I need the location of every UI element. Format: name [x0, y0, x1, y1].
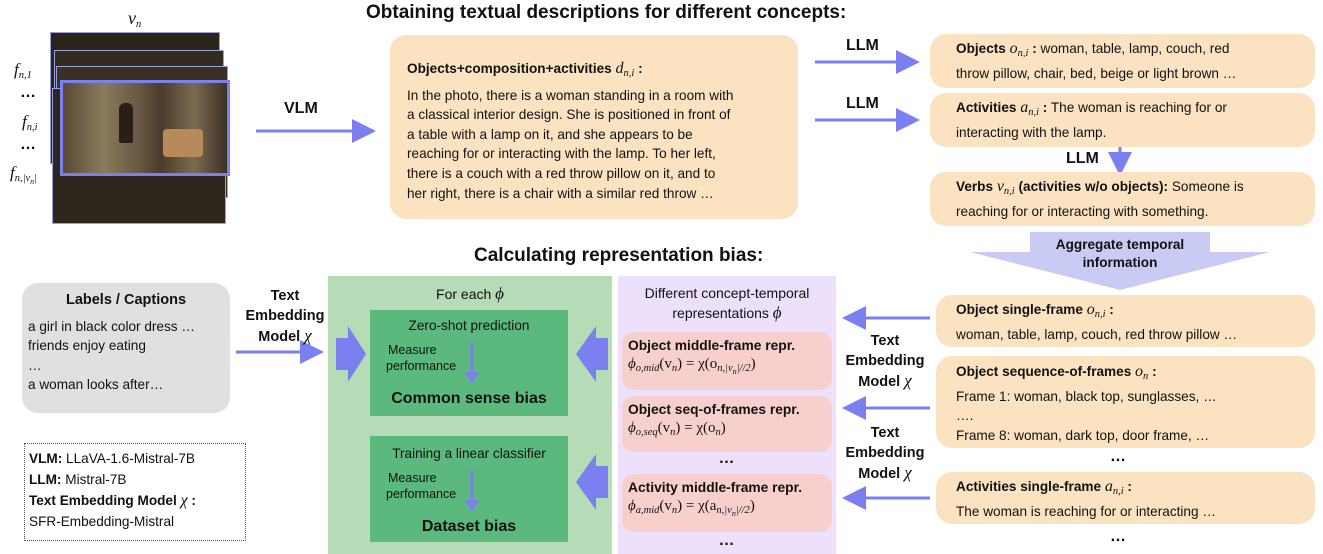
- llm-label-3: LLM: [1066, 150, 1099, 167]
- caption-item: a woman looks after…: [28, 377, 164, 393]
- object-single-frame-box: Object single-frame on,i : woman, table,…: [936, 295, 1315, 347]
- measure-block-1: Measure performance: [386, 343, 457, 373]
- caption-item: …: [28, 357, 42, 373]
- repr-dots-1: …: [718, 450, 736, 467]
- activities-single-frame-box: Activities single-frame an,i : The woman…: [936, 472, 1315, 524]
- repr-activity-middle: Activity middle-frame repr. ϕa,mid(vn) =…: [622, 474, 832, 532]
- frame-label-f1: fn,1: [14, 60, 32, 81]
- dataset-bias: Dataset bias: [421, 518, 517, 535]
- zero-shot-label: Zero-shot prediction: [408, 318, 530, 333]
- frame-dots-2: …: [20, 136, 37, 153]
- verbs-box: Verbs νn,i (activities w/o objects): Som…: [930, 172, 1315, 226]
- description-heading: Objects+composition+activities dn,i :: [407, 60, 643, 79]
- description-line: a classical interior design. She is posi…: [407, 107, 731, 123]
- bias-panel: For each ϕ Zero-shot prediction Measure …: [328, 276, 612, 554]
- description-line: there is a couch with a red throw pillow…: [407, 165, 716, 181]
- description-line: In the photo, there is a woman standing …: [407, 87, 734, 103]
- block-arrows-right: [576, 326, 608, 510]
- object-seq-frames-box: Object sequence-of-frames on : Frame 1: …: [936, 356, 1315, 448]
- activities-box: Activities an,i : The woman is reaching …: [930, 93, 1315, 147]
- down-arrow-1: [465, 342, 479, 384]
- right-dots-mid: …: [1110, 448, 1127, 465]
- repr-object-middle: Object middle-frame repr. ϕo,mid(vn) = χ…: [622, 332, 832, 390]
- text-embed-left-label: Text Embedding Model χ: [245, 288, 325, 345]
- measure-block-2: Measure performance: [386, 471, 457, 501]
- repr-object-seq: Object seq-of-frames repr. ϕo,seq(vn) = …: [622, 396, 832, 452]
- frame-dots-1: …: [20, 84, 37, 101]
- scene-figure: [119, 103, 133, 143]
- description-line: reaching for or interacting with the lam…: [407, 146, 716, 162]
- bottom-title: Calculating representation bias:: [474, 245, 764, 266]
- objects-box: Objects on,i : woman, table, lamp, couch…: [930, 34, 1315, 88]
- common-sense-bias: Common sense bias: [391, 390, 547, 407]
- aggregate-label: Aggregate temporal information: [1055, 237, 1185, 270]
- text-embed-right-label-2: Text Embedding Model χ: [845, 425, 925, 482]
- frame-label-fi: fn,i: [22, 112, 38, 133]
- video-label: vn: [128, 8, 142, 30]
- llm-label-2: LLM: [846, 95, 879, 112]
- text-embed-right-label-1: Text Embedding Model χ: [845, 333, 925, 390]
- description-line: her right, there is a chair with a simil…: [407, 185, 714, 201]
- top-title: Obtaining textual descriptions for diffe…: [366, 2, 847, 23]
- video-frame-front: [60, 80, 230, 176]
- labels-captions-box: Labels / Captions a girl in black color …: [22, 283, 230, 413]
- vlm-label: VLM: [284, 100, 318, 117]
- repr-dots-2: …: [718, 532, 736, 549]
- llm-label-1: LLM: [846, 37, 879, 54]
- labels-captions-title: Labels / Captions: [65, 292, 187, 308]
- right-dots-bottom: …: [1110, 528, 1127, 545]
- zero-shot-block: Zero-shot prediction Measure performance…: [370, 310, 568, 416]
- training-block: Training a linear classifier Measure per…: [370, 436, 568, 542]
- frame-label-fv: fn,|vn|: [10, 163, 38, 186]
- caption-item: friends enjoy eating: [28, 338, 146, 354]
- representations-header: Different concept-temporal representatio…: [644, 285, 810, 322]
- description-line: a table with a lamp on it, and she appea…: [407, 126, 693, 142]
- training-label: Training a linear classifier: [392, 446, 546, 461]
- aggregate-arrow: [970, 232, 1270, 290]
- scene-chair: [163, 129, 203, 157]
- for-each-phi: For each ϕ: [436, 284, 504, 303]
- caption-item: a girl in black color dress …: [28, 318, 195, 334]
- model-legend: VLM: LLaVA-1.6-Mistral-7B LLM: Mistral-7…: [24, 443, 246, 541]
- representations-panel: Different concept-temporal representatio…: [618, 276, 836, 554]
- down-arrow-2: [465, 470, 479, 512]
- description-box: Objects+composition+activities dn,i : In…: [390, 35, 798, 219]
- block-arrows-left: [336, 326, 366, 382]
